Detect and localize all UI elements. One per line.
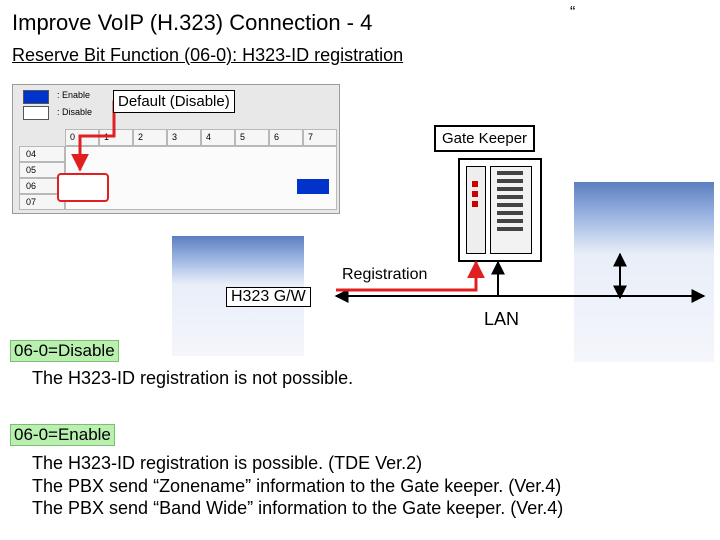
disable-setting-label: 06-0=Disable <box>10 340 119 362</box>
enable-description-line-1: The H323-ID registration is possible. (T… <box>32 453 423 473</box>
grid-col-header: 7 <box>303 129 337 146</box>
grid-row-header: 07 <box>19 194 65 210</box>
gatekeeper-server <box>458 158 542 262</box>
grid-col-header: 2 <box>133 129 167 146</box>
pbx-device <box>574 182 714 362</box>
corner-mark: “ <box>570 4 576 21</box>
server-drive-bays <box>490 166 532 254</box>
grid-cell-06-0-highlight <box>57 173 109 202</box>
registration-label: Registration <box>342 266 428 283</box>
grid-col-header: 4 <box>201 129 235 146</box>
page-title: Improve VoIP (H.323) Connection - 4 <box>12 10 373 35</box>
grid-cell-06-7-enabled <box>297 179 329 194</box>
default-disable-callout: Default (Disable) <box>113 90 235 113</box>
grid-col-header: 5 <box>235 129 269 146</box>
registration-path <box>336 260 485 292</box>
legend-disable-label: : Disable <box>57 107 93 117</box>
legend-enable-swatch <box>23 90 49 104</box>
legend-enable-label: : Enable <box>57 90 91 100</box>
grid-row-header: 04 <box>19 146 65 162</box>
lan-label: LAN <box>484 309 520 329</box>
gatekeeper-callout: Gate Keeper <box>434 125 536 152</box>
page-subtitle: Reserve Bit Function (06-0): H323-ID reg… <box>12 45 404 65</box>
grid-row-header: 05 <box>19 162 65 178</box>
h323gw-callout: H323 G/W <box>226 287 311 307</box>
grid-col-header: 3 <box>167 129 201 146</box>
enable-description-line-2: The PBX send “Zonename” information to t… <box>32 476 562 496</box>
server-side-panel <box>466 166 486 254</box>
disable-description: The H323-ID registration is not possible… <box>32 368 354 388</box>
enable-description-line-3: The PBX send “Band Wide” information to … <box>32 498 564 518</box>
enable-setting-label: 06-0=Enable <box>10 424 115 446</box>
grid-row-header: 06 <box>19 178 65 194</box>
grid-col-header: 6 <box>269 129 303 146</box>
legend-disable-swatch <box>23 106 49 120</box>
